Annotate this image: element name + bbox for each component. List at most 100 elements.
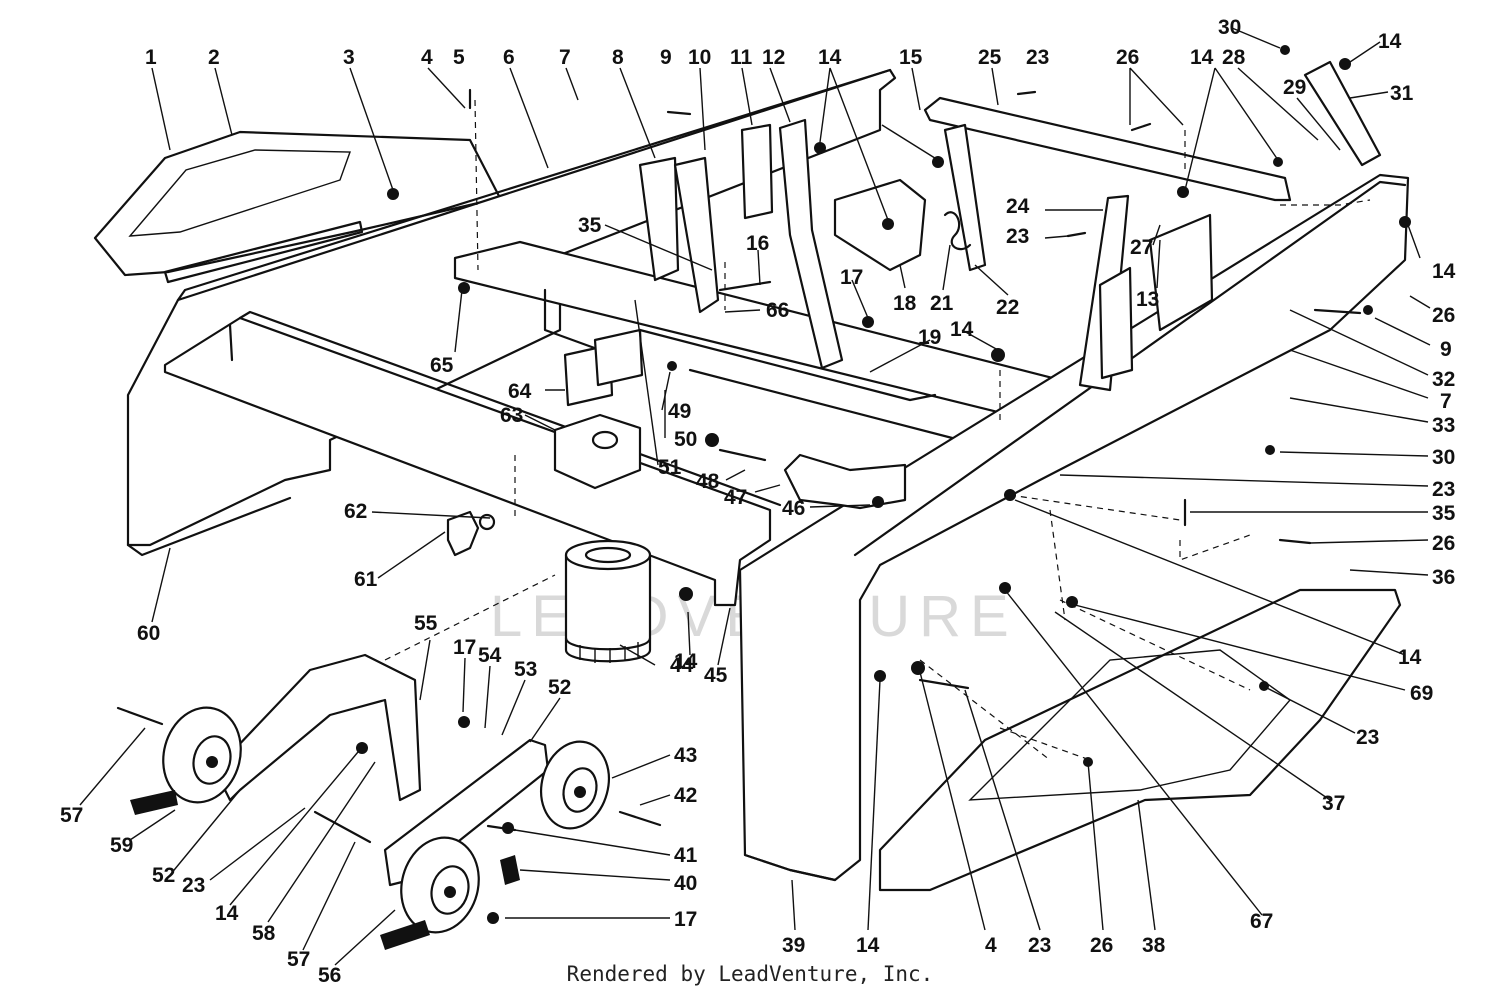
- vertical-brackets: [638, 118, 1214, 392]
- belt-cover-left: [93, 130, 502, 284]
- callout-label: 24: [1006, 195, 1030, 218]
- callout-label: 16: [746, 232, 769, 255]
- callout-label: 50: [674, 428, 697, 451]
- callout-label: 63: [500, 404, 523, 427]
- gearbox-housing: [553, 328, 644, 490]
- callout-label: 7: [1440, 390, 1452, 413]
- callout-label: 55: [414, 612, 438, 635]
- lower-pulley-assembly: [130, 653, 610, 950]
- rear-upright-plate: [1303, 60, 1382, 167]
- callout-label: 42: [674, 784, 697, 807]
- hardware-bolts: [116, 45, 1411, 924]
- callout-label: 14: [1432, 260, 1456, 283]
- callout-label: 44: [670, 654, 694, 677]
- callout-label: 6: [503, 46, 515, 69]
- callout-label: 40: [674, 872, 697, 895]
- callout-label: 2: [208, 46, 220, 69]
- callout-label: 37: [1322, 792, 1345, 815]
- callout-label: 26: [1090, 934, 1113, 957]
- callout-label: 1: [145, 46, 157, 69]
- callout-label: 14: [674, 650, 698, 673]
- callout-label: 13: [1136, 288, 1159, 311]
- callout-label: 17: [840, 266, 863, 289]
- callout-label: 51: [658, 456, 682, 479]
- filter-canister: [564, 539, 652, 663]
- callout-label: 61: [354, 568, 378, 591]
- callout-label: 66: [766, 299, 789, 322]
- right-rear-rail: [923, 96, 1292, 202]
- callout-label: 47: [724, 486, 747, 509]
- callout-label: 14: [1398, 646, 1422, 669]
- callout-label: 52: [548, 676, 571, 699]
- callout-label: 32: [1432, 368, 1455, 391]
- callout-label: 41: [674, 844, 698, 867]
- callout-label: 35: [1432, 502, 1456, 525]
- callout-label: 39: [782, 934, 805, 957]
- callout-label: 4: [421, 46, 433, 69]
- callout-label: 36: [1432, 566, 1455, 589]
- callout-label: 8: [612, 46, 624, 69]
- callout-label: 14: [950, 318, 974, 341]
- callout-label: 5: [453, 46, 465, 69]
- callout-label: 18: [893, 292, 917, 315]
- callout-label: 58: [252, 922, 276, 945]
- callout-label: 23: [1026, 46, 1049, 69]
- callout-label: 49: [668, 400, 691, 423]
- callout-label: 4: [985, 934, 997, 957]
- callout-label: 30: [1432, 446, 1455, 469]
- callout-label: 23: [1006, 225, 1029, 248]
- callout-label: 17: [674, 908, 697, 931]
- render-credit: Rendered by LeadVenture, Inc.: [566, 962, 934, 986]
- callout-label: 35: [578, 214, 602, 237]
- callout-label: 43: [674, 744, 697, 767]
- hanger-bracket: [783, 453, 907, 510]
- callout-label: 25: [978, 46, 1002, 69]
- callout-label: 17: [453, 636, 476, 659]
- leader-lines: [79, 27, 1431, 966]
- callout-label: 14: [1190, 46, 1214, 69]
- callout-label: 62: [344, 500, 367, 523]
- callout-label: 14: [1378, 30, 1402, 53]
- callout-label: 26: [1116, 46, 1139, 69]
- callout-label: 23: [182, 874, 205, 897]
- callout-label: 10: [688, 46, 711, 69]
- callout-label: 38: [1142, 934, 1166, 957]
- callout-label: 27: [1130, 236, 1153, 259]
- callout-label: 45: [704, 664, 728, 687]
- callout-label: 23: [1432, 478, 1455, 501]
- hydraulic-fitting: [446, 510, 496, 557]
- callout-label: 26: [1432, 532, 1455, 555]
- callout-label: 28: [1222, 46, 1246, 69]
- callout-label: 57: [287, 948, 310, 971]
- callout-label: 33: [1432, 414, 1455, 437]
- upper-idler-assembly: [833, 123, 987, 272]
- callout-label: 67: [1250, 910, 1273, 933]
- callout-label: 14: [856, 934, 880, 957]
- callout-label: 19: [918, 326, 941, 349]
- callout-label: 69: [1410, 682, 1433, 705]
- rear-cross-channel: [453, 240, 1082, 442]
- callout-label: 30: [1218, 16, 1241, 39]
- callout-label: 64: [508, 380, 532, 403]
- callout-label: 59: [110, 834, 133, 857]
- callout-label: 48: [696, 470, 720, 493]
- right-frame-plate: [738, 173, 1410, 882]
- callout-label: 9: [660, 46, 672, 69]
- callout-label: 65: [430, 354, 454, 377]
- callout-label: 14: [818, 46, 842, 69]
- callout-label: 46: [782, 497, 805, 520]
- callout-label: 31: [1390, 82, 1414, 105]
- callout-label: 23: [1028, 934, 1051, 957]
- callout-label: 12: [762, 46, 785, 69]
- callout-label: 11: [730, 46, 753, 69]
- callout-label: 22: [996, 296, 1019, 319]
- callout-label: 7: [559, 46, 571, 69]
- callout-label: 23: [1356, 726, 1379, 749]
- callout-labels: 1 2 3 4 5 6 7 8 9 10 11 12 14 15 25 23 2…: [60, 16, 1456, 987]
- callout-label: 57: [60, 804, 83, 827]
- callout-label: 3: [343, 46, 355, 69]
- callout-label: 60: [137, 622, 160, 645]
- callout-label: 26: [1432, 304, 1455, 327]
